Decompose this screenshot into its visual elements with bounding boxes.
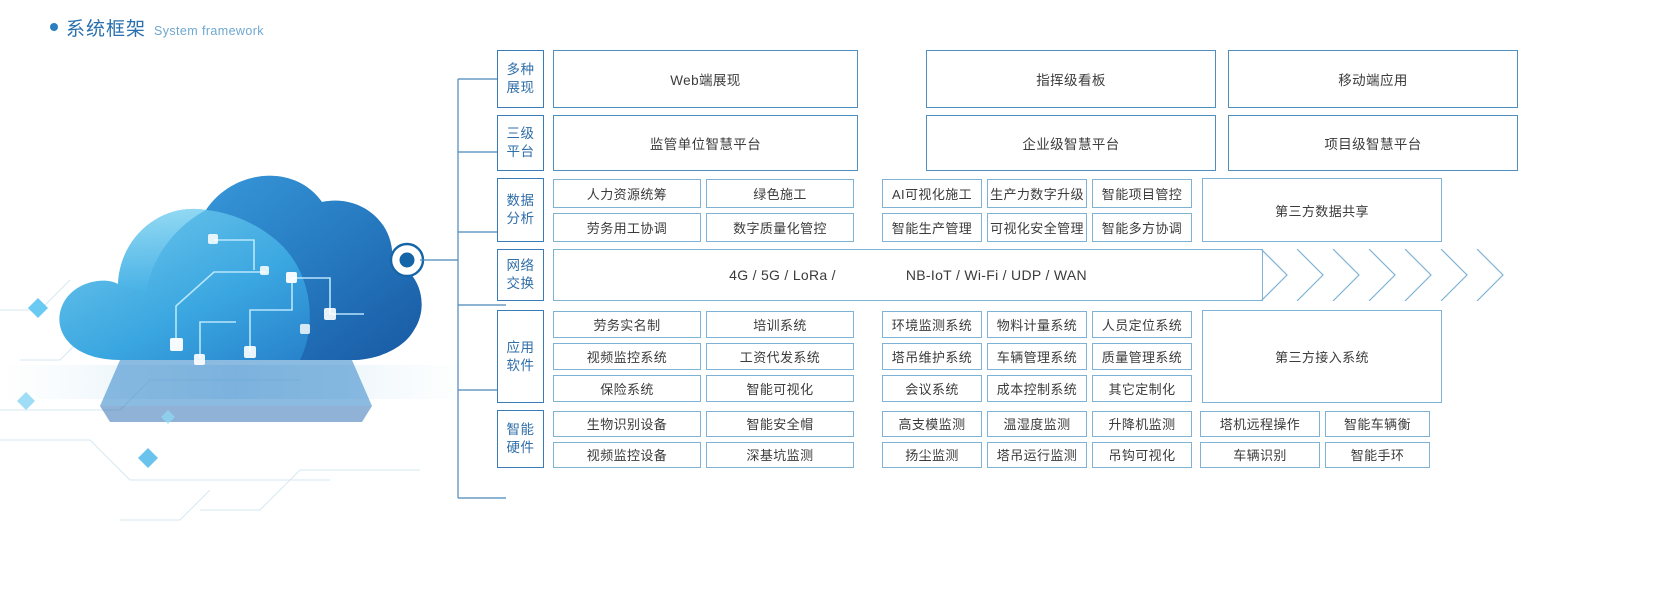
cell-labor-realname[interactable]: 劳务实名制 [553,311,701,338]
layer-label-data-analysis: 数据 分析 [497,178,544,242]
cell-crane-maintenance[interactable]: 塔吊维护系统 [882,343,982,370]
cell-quality-management[interactable]: 质量管理系统 [1092,343,1192,370]
layer-smart-hardware: 智能 硬件 生物识别设备 智能安全帽 视频监控设备 深基坑监测 高支模监测 [497,410,1657,468]
layer-label-line: 分析 [506,211,535,226]
cell-smart-production-mgmt[interactable]: 智能生产管理 [882,212,982,242]
cell-ai-visual-construction[interactable]: AI可视化施工 [882,178,982,208]
cell-training-system[interactable]: 培训系统 [706,311,854,338]
page-title-cn: 系统框架 [66,19,147,40]
layer-platform: 三级 平台 监管单位智慧平台 企业级智慧平台 项目级智慧平台 [497,115,1657,171]
layer-label-line: 三级 [506,126,535,142]
cell-environment-monitoring[interactable]: 环境监测系统 [882,311,982,338]
layer-label-line: 硬件 [506,440,535,455]
spacer [854,410,882,468]
group-data-analysis-b: AI可视化施工 生产力数字升级 智能项目管控 智能生产管理 可视化安全管理 智能… [882,178,1192,242]
cell-third-party-data-sharing[interactable]: 第三方数据共享 [1202,178,1442,242]
spacer [1192,178,1202,242]
cell-meeting-system[interactable]: 会议系统 [882,375,982,402]
layer-label-line: 数据 [506,193,535,209]
cell-project-platform[interactable]: 项目级智慧平台 [1228,115,1518,171]
network-left-label: 4G / 5G / LoRa / [729,267,836,283]
group-hw-b: 高支模监测 温湿度监测 升降机监测 扬尘监测 塔吊运行监测 吊钩可视化 [882,410,1192,468]
cell-vehicle-recognition[interactable]: 车辆识别 [1200,441,1320,468]
cell-smart-multiparty[interactable]: 智能多方协调 [1092,212,1192,242]
cell-deep-pit-monitoring[interactable]: 深基坑监测 [706,441,854,468]
spacer [1216,115,1228,171]
cell-labor-coordination[interactable]: 劳务用工协调 [553,212,701,242]
cell-crane-remote-operation[interactable]: 塔机远程操作 [1200,410,1320,437]
network-right-label: NB-IoT / Wi-Fi / UDP / WAN [905,267,1087,283]
layer-label-smart-hardware: 智能 硬件 [497,410,544,468]
cell-hook-visualization[interactable]: 吊钩可视化 [1092,441,1192,468]
layer-label-line: 展现 [506,80,535,95]
cell-biometric-device[interactable]: 生物识别设备 [553,410,701,437]
layer-label-line: 多种 [506,62,535,78]
page-title: 系统框架 System framework [50,14,264,41]
layer-label-presentation: 多种 展现 [497,50,544,108]
group-app-a: 劳务实名制 培训系统 视频监控系统 工资代发系统 保险系统 智能可视化 [553,310,854,403]
cell-dust-monitoring[interactable]: 扬尘监测 [882,441,982,468]
cell-productivity-upgrade[interactable]: 生产力数字升级 [987,178,1087,208]
cell-insurance-system[interactable]: 保险系统 [553,375,701,402]
layer-label-application-software: 应用 软件 [497,310,544,403]
cell-smart-helmet[interactable]: 智能安全帽 [706,410,854,437]
cell-material-metering[interactable]: 物料计量系统 [987,311,1087,338]
cell-payroll-system[interactable]: 工资代发系统 [706,343,854,370]
cell-visual-safety-mgmt[interactable]: 可视化安全管理 [987,212,1087,242]
connector-tree [418,60,508,510]
layer-application-software: 应用 软件 劳务实名制 培训系统 视频监控系统 工资代发系统 保险系统 智能可视… [497,310,1657,403]
cell-third-party-access-system[interactable]: 第三方接入系统 [1202,310,1442,403]
cell-regulator-platform[interactable]: 监管单位智慧平台 [553,115,858,171]
layer-label-line: 应用 [506,339,535,355]
spacer [854,310,882,403]
spacer [858,115,926,171]
cell-mobile-app[interactable]: 移动端应用 [1228,50,1518,108]
cell-command-dashboard[interactable]: 指挥级看板 [926,50,1216,108]
layer-label-line: 智能 [506,422,535,438]
cell-web-display[interactable]: Web端展现 [553,50,858,108]
cloud-illustration [0,110,470,530]
cell-green-construction[interactable]: 绿色施工 [706,178,854,208]
cell-smart-project-control[interactable]: 智能项目管控 [1092,178,1192,208]
layer-network: 网络 交换 4G / 5G / LoRa / NB-IoT / Wi-Fi / … [497,249,1657,301]
cell-digital-quality-control[interactable]: 数字质量化管控 [706,212,854,242]
network-protocol-bar: 4G / 5G / LoRa / NB-IoT / Wi-Fi / UDP / … [553,249,1263,301]
cell-other-customization[interactable]: 其它定制化 [1092,375,1192,402]
layer-data-analysis: 数据 分析 人力资源统筹 绿色施工 劳务用工协调 数字质量化管控 AI可视化施工 [497,178,1657,242]
bullet-dot-icon [50,23,58,31]
cell-crane-operation-monitoring[interactable]: 塔吊运行监测 [987,441,1087,468]
group-hw-c: 塔机远程操作 智能车辆衡 车辆识别 智能手环 [1200,410,1430,468]
layer-label-line: 平台 [506,144,535,159]
cell-smart-wristband[interactable]: 智能手环 [1325,441,1430,468]
spacer [1216,50,1228,108]
cell-personnel-positioning[interactable]: 人员定位系统 [1092,311,1192,338]
spacer [1192,310,1202,403]
layer-label-line: 交换 [506,276,535,291]
flow-arrows [1261,249,1546,301]
cell-vehicle-management[interactable]: 车辆管理系统 [987,343,1087,370]
layer-label-line: 网络 [506,258,535,274]
group-app-b: 环境监测系统 物料计量系统 人员定位系统 塔吊维护系统 车辆管理系统 质量管理系… [882,310,1192,403]
page-title-en: System framework [154,24,264,38]
spacer [854,178,882,242]
cell-hoist-monitoring[interactable]: 升降机监测 [1092,410,1192,437]
layers-container: 多种 展现 Web端展现 指挥级看板 移动端应用 三级 平台 监管单位智慧平台 … [497,50,1657,475]
group-data-analysis-a: 人力资源统筹 绿色施工 劳务用工协调 数字质量化管控 [553,178,854,242]
cell-video-surveillance-device[interactable]: 视频监控设备 [553,441,701,468]
cell-enterprise-platform[interactable]: 企业级智慧平台 [926,115,1216,171]
cell-cost-control[interactable]: 成本控制系统 [987,375,1087,402]
layer-label-network: 网络 交换 [497,249,544,301]
layer-label-platform: 三级 平台 [497,115,544,171]
cell-smart-weighbridge[interactable]: 智能车辆衡 [1325,410,1430,437]
layer-presentation: 多种 展现 Web端展现 指挥级看板 移动端应用 [497,50,1657,108]
cell-temp-humidity-monitoring[interactable]: 温湿度监测 [987,410,1087,437]
group-hw-a: 生物识别设备 智能安全帽 视频监控设备 深基坑监测 [553,410,854,468]
spacer [1192,410,1200,468]
spacer [858,50,926,108]
layer-label-line: 软件 [506,357,535,373]
cell-video-surveillance-system[interactable]: 视频监控系统 [553,343,701,370]
cell-formwork-monitoring[interactable]: 高支模监测 [882,410,982,437]
cell-smart-visualization[interactable]: 智能可视化 [706,375,854,402]
cell-hr-coordination[interactable]: 人力资源统筹 [553,178,701,208]
